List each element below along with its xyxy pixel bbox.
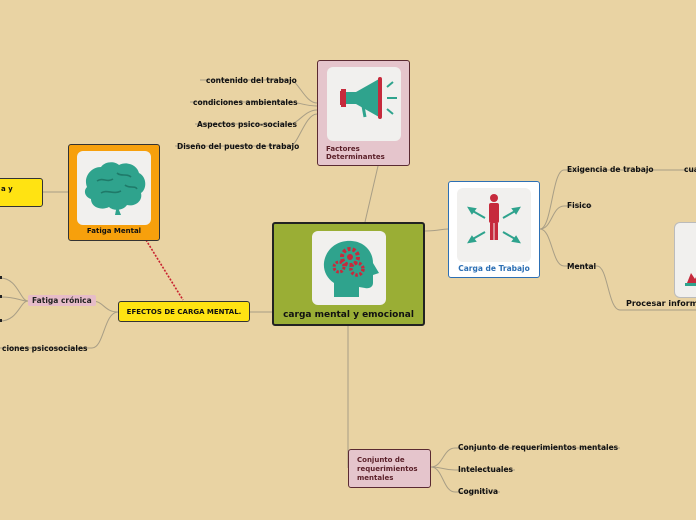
left-cut-label: a y <box>1 185 13 193</box>
carga-item-mental[interactable]: Mental <box>567 262 597 271</box>
carga-trabajo-node[interactable]: Carga de Trabajo <box>448 181 540 278</box>
efectos-node[interactable]: EFECTOS DE CARGA MENTAL. <box>118 301 250 322</box>
factores-label-2: Determinantes <box>326 153 385 161</box>
carga-trabajo-image <box>457 188 531 262</box>
factores-node[interactable]: Factores Determinantes <box>317 60 410 166</box>
fatiga-mental-image <box>77 151 151 225</box>
procesar-node[interactable] <box>674 222 696 298</box>
fatiga-cronica-label[interactable]: Fatiga crónica <box>28 295 96 306</box>
conjunto-label-2: requerimientos <box>357 465 418 473</box>
factores-image <box>327 67 401 141</box>
efectos-label: EFECTOS DE CARGA MENTAL. <box>126 308 242 316</box>
conjunto-label-1: Conjunto de <box>357 456 405 464</box>
procesar-label[interactable]: Procesar inform <box>626 299 696 308</box>
carga-cut-label[interactable]: cua <box>684 165 696 174</box>
carga-trabajo-label: Carga de Trabajo <box>458 264 530 273</box>
carga-item-exigencia[interactable]: Exigencia de trabajo <box>567 165 654 174</box>
carga-item-fisico[interactable]: Fisico <box>567 201 592 210</box>
person-arrows-icon <box>467 194 521 244</box>
factores-item-condiciones[interactable]: condiciones ambientales <box>193 98 298 107</box>
left-cut-node[interactable]: a y <box>0 178 43 207</box>
conjunto-node[interactable]: Conjunto de requerimientos mentales <box>348 449 431 488</box>
central-image <box>312 231 386 305</box>
left-cut-mark-3 <box>0 319 2 322</box>
megaphone-icon <box>340 77 397 119</box>
fatiga-mental-node[interactable]: Fatiga Mental <box>68 144 160 241</box>
factores-item-contenido[interactable]: contenido del trabajo <box>206 76 297 85</box>
factores-item-aspectos[interactable]: Aspectos psico-sociales <box>197 120 297 129</box>
conjunto-item-intelectuales[interactable]: Intelectuales <box>458 465 514 474</box>
alteraciones-label[interactable]: ciones psicosociales <box>2 344 88 353</box>
conjunto-item-cognitiva[interactable]: Cognitiva <box>458 487 499 496</box>
conjunto-item-requerimientos[interactable]: Conjunto de requerimientos mentales <box>458 443 619 452</box>
factores-label-1: Factores <box>326 145 360 153</box>
processing-icon <box>685 273 696 286</box>
brain-icon <box>84 162 146 215</box>
fatiga-mental-label: Fatiga Mental <box>86 227 142 235</box>
central-label: carga mental y emocional <box>283 310 414 320</box>
left-cut-mark-1 <box>0 276 2 279</box>
left-cut-mark-2 <box>0 295 2 298</box>
factores-item-diseno[interactable]: Diseño del puesto de trabajo <box>177 142 300 151</box>
central-node[interactable]: carga mental y emocional <box>272 222 425 326</box>
head-gears-icon <box>323 240 379 297</box>
conjunto-label-3: mentales <box>357 474 394 482</box>
